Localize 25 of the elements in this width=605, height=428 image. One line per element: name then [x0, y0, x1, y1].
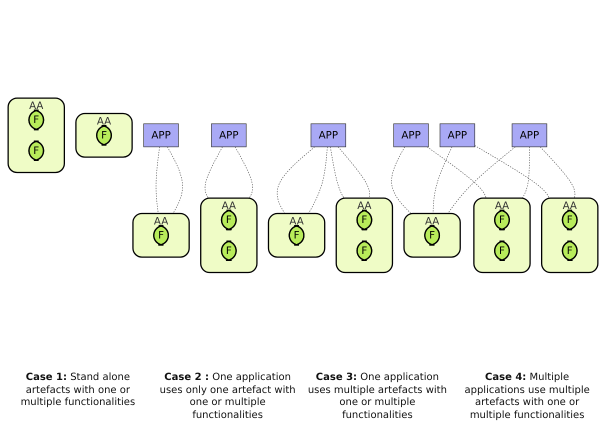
case-caption: Case 1: Stand alone artefacts with one or multiple functionalities [20, 372, 136, 410]
connector [234, 146, 252, 198]
connector [155, 146, 160, 214]
node-box: APP [439, 123, 475, 147]
node-box: APP [511, 123, 547, 147]
case-caption: Case 3: One application uses multiple artefacts with one or multiple functionalities [306, 372, 448, 422]
node-box: APP [142, 123, 178, 147]
connector [330, 146, 344, 198]
node-box: APP [310, 123, 346, 147]
connector [426, 146, 486, 198]
connector [446, 146, 516, 214]
connector [337, 146, 370, 198]
connector [432, 146, 452, 214]
connector [276, 146, 315, 214]
node-box: APP [392, 123, 428, 147]
connector [166, 146, 182, 214]
case-caption: Case 2 : One application uses only one artefact with one or multiple functionalities [158, 372, 297, 422]
connector [308, 146, 328, 214]
connector [539, 146, 575, 198]
node-box: APP [210, 123, 246, 147]
connector [522, 146, 530, 198]
case-caption: Case 4: Multiple applications use multiple artefacts with one or multiple functionalities [463, 372, 591, 422]
connector [390, 146, 411, 214]
connector [204, 146, 222, 198]
connector [474, 144, 550, 198]
